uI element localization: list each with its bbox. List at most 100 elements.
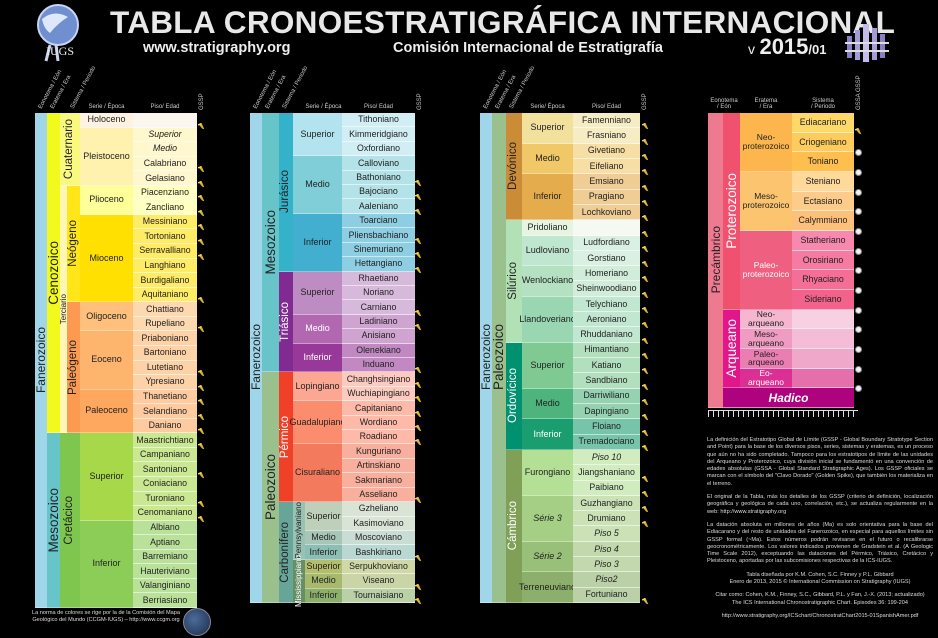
gssp-marker xyxy=(415,243,422,259)
golden-spike-icon xyxy=(641,353,648,360)
series-cell: Guadalupiano xyxy=(289,401,346,445)
system-label: Devónico xyxy=(507,142,520,191)
golden-spike-icon xyxy=(641,153,648,161)
system-cell: Jurásico xyxy=(279,113,293,272)
stage-cell: Valanginiano xyxy=(133,578,197,594)
column-header: GSSP xyxy=(197,72,205,112)
stage-cell: Albiano xyxy=(133,520,197,536)
series-label: Medio xyxy=(305,179,330,190)
era-label: Paleozoico xyxy=(491,324,507,391)
stage-label: Jiangshaniano xyxy=(578,466,635,477)
subera-label: Neo- proterozoico xyxy=(742,132,790,151)
stage-label: Kasimoviano xyxy=(353,517,404,528)
column-header-label: Serie/ Época xyxy=(530,104,565,110)
series-cell: Lopingiano xyxy=(293,372,342,402)
stage-label: Induano xyxy=(362,359,395,370)
series-cell: Superior xyxy=(305,502,342,531)
version-suffix: /01 xyxy=(808,42,827,57)
era-label: Arqueano xyxy=(723,319,739,378)
stage-label: Floiano xyxy=(592,421,621,431)
stage-label: Berriasiano xyxy=(142,594,188,605)
stage-cell: Zancliano xyxy=(133,200,197,215)
column-header-label: Eratema / Era xyxy=(754,98,778,110)
stage-label: Katiano xyxy=(591,359,622,370)
stage-cell: Coniaciano xyxy=(133,476,197,492)
column-header-empty xyxy=(293,72,305,112)
stage-cell: Artinskiano xyxy=(342,458,415,474)
golden-spike-icon xyxy=(641,184,648,191)
eon-cell: Fanerozoico xyxy=(34,113,48,608)
stage-label: Givetiano xyxy=(587,145,626,156)
stage-label: Thanetiano xyxy=(142,390,188,401)
stage-label: Rhuddaniano xyxy=(580,329,633,340)
column-header: Eratema / Era xyxy=(492,72,518,112)
gssp-marker xyxy=(415,416,422,432)
golden-spike-icon xyxy=(641,368,648,375)
golden-spike-icon xyxy=(641,322,648,329)
gssp-marker xyxy=(640,312,650,329)
column-header: Piso/ Edad xyxy=(133,72,197,112)
stage-cell: Cenomaniano xyxy=(133,506,197,521)
stage-label: Fortuniano xyxy=(585,589,628,600)
stage-cell: Dapingiano xyxy=(573,403,640,420)
stage-label: Criogeniano xyxy=(799,136,847,147)
eon-cell: Precámbrico xyxy=(708,113,723,408)
pdf-url[interactable]: http://www.stratigraphy.org/ICSchart/Chr… xyxy=(721,612,919,619)
stage-cell: Moscoviano xyxy=(342,530,415,546)
stage-label: Lochkoviano xyxy=(581,206,632,217)
stage-cell: Bathoniano xyxy=(342,170,415,186)
series-cell: Llandoveriano xyxy=(519,296,576,343)
stage-cell xyxy=(792,329,854,349)
golden-spike-icon xyxy=(641,245,648,253)
stage-label: Oxfordiano xyxy=(356,143,401,154)
chart-title: TABLA CRONOESTRATIGRÁFICA INTERNACIONAL xyxy=(110,4,896,40)
golden-spike-icon xyxy=(641,398,648,406)
golden-spike-icon xyxy=(415,180,422,187)
series-label: Eoceno xyxy=(91,354,122,365)
gssp-marker xyxy=(415,372,422,389)
golden-spike-icon xyxy=(197,180,204,188)
golden-spike-icon xyxy=(415,497,422,504)
system-label: Neógeno xyxy=(66,220,79,267)
gssp-marker xyxy=(640,266,650,283)
stage-cell: Barremiano xyxy=(133,549,197,565)
subera-cell: Meso- proterozoico xyxy=(740,171,792,231)
stage-cell: Darriwiliano xyxy=(573,388,640,404)
column-header: Eonotema / Eón xyxy=(708,72,740,112)
era-label: Mesozoico xyxy=(45,487,61,553)
stage-label: Pragiano xyxy=(588,191,625,202)
stage-cell: Aptiano xyxy=(133,535,197,550)
stage-cell: Calabriano xyxy=(133,156,197,172)
stage-label: Priaboniano xyxy=(141,332,189,343)
stage-label: Maastrichtiano xyxy=(136,434,194,445)
golden-spike-icon xyxy=(415,367,422,374)
column-header-empty xyxy=(694,72,708,112)
column-header: Sistema / Periodo xyxy=(279,65,310,112)
stage-label: Medio xyxy=(153,143,177,154)
golden-spike-icon xyxy=(415,425,422,432)
golden-spike-icon xyxy=(641,123,648,130)
gssp-marker xyxy=(197,244,205,260)
column-header: Serie / Época xyxy=(305,72,342,112)
stage-cell: Olenekiano xyxy=(342,343,415,358)
stage-label: Himantiano xyxy=(584,344,629,355)
series-label: Paleoceno xyxy=(85,405,128,416)
stage-label: Aptiano xyxy=(150,536,180,547)
stage-cell: Ladiniano xyxy=(342,314,415,330)
gssp-marker xyxy=(197,317,205,333)
stage-label: Turoniano xyxy=(145,492,185,503)
golden-spike-icon xyxy=(197,501,204,508)
stage-label: Homeriano xyxy=(584,267,629,278)
stage-label: Moscoviano xyxy=(355,532,402,543)
series-label: Inferior xyxy=(92,558,121,569)
stage-label: Aquitaniano xyxy=(141,289,189,300)
series-label: Inferior xyxy=(533,191,562,202)
note-dating: La datación absoluta en millones de años… xyxy=(707,521,933,565)
gssp-marker xyxy=(640,343,650,360)
gssa-clock-icon xyxy=(854,168,862,176)
golden-spike-icon xyxy=(641,215,648,222)
website-link[interactable]: www.stratigraphy.org xyxy=(143,40,291,56)
system-label: Cretácico xyxy=(63,495,76,545)
stage-label: Burdigaliano xyxy=(140,274,190,285)
gssp-marker xyxy=(415,185,422,201)
